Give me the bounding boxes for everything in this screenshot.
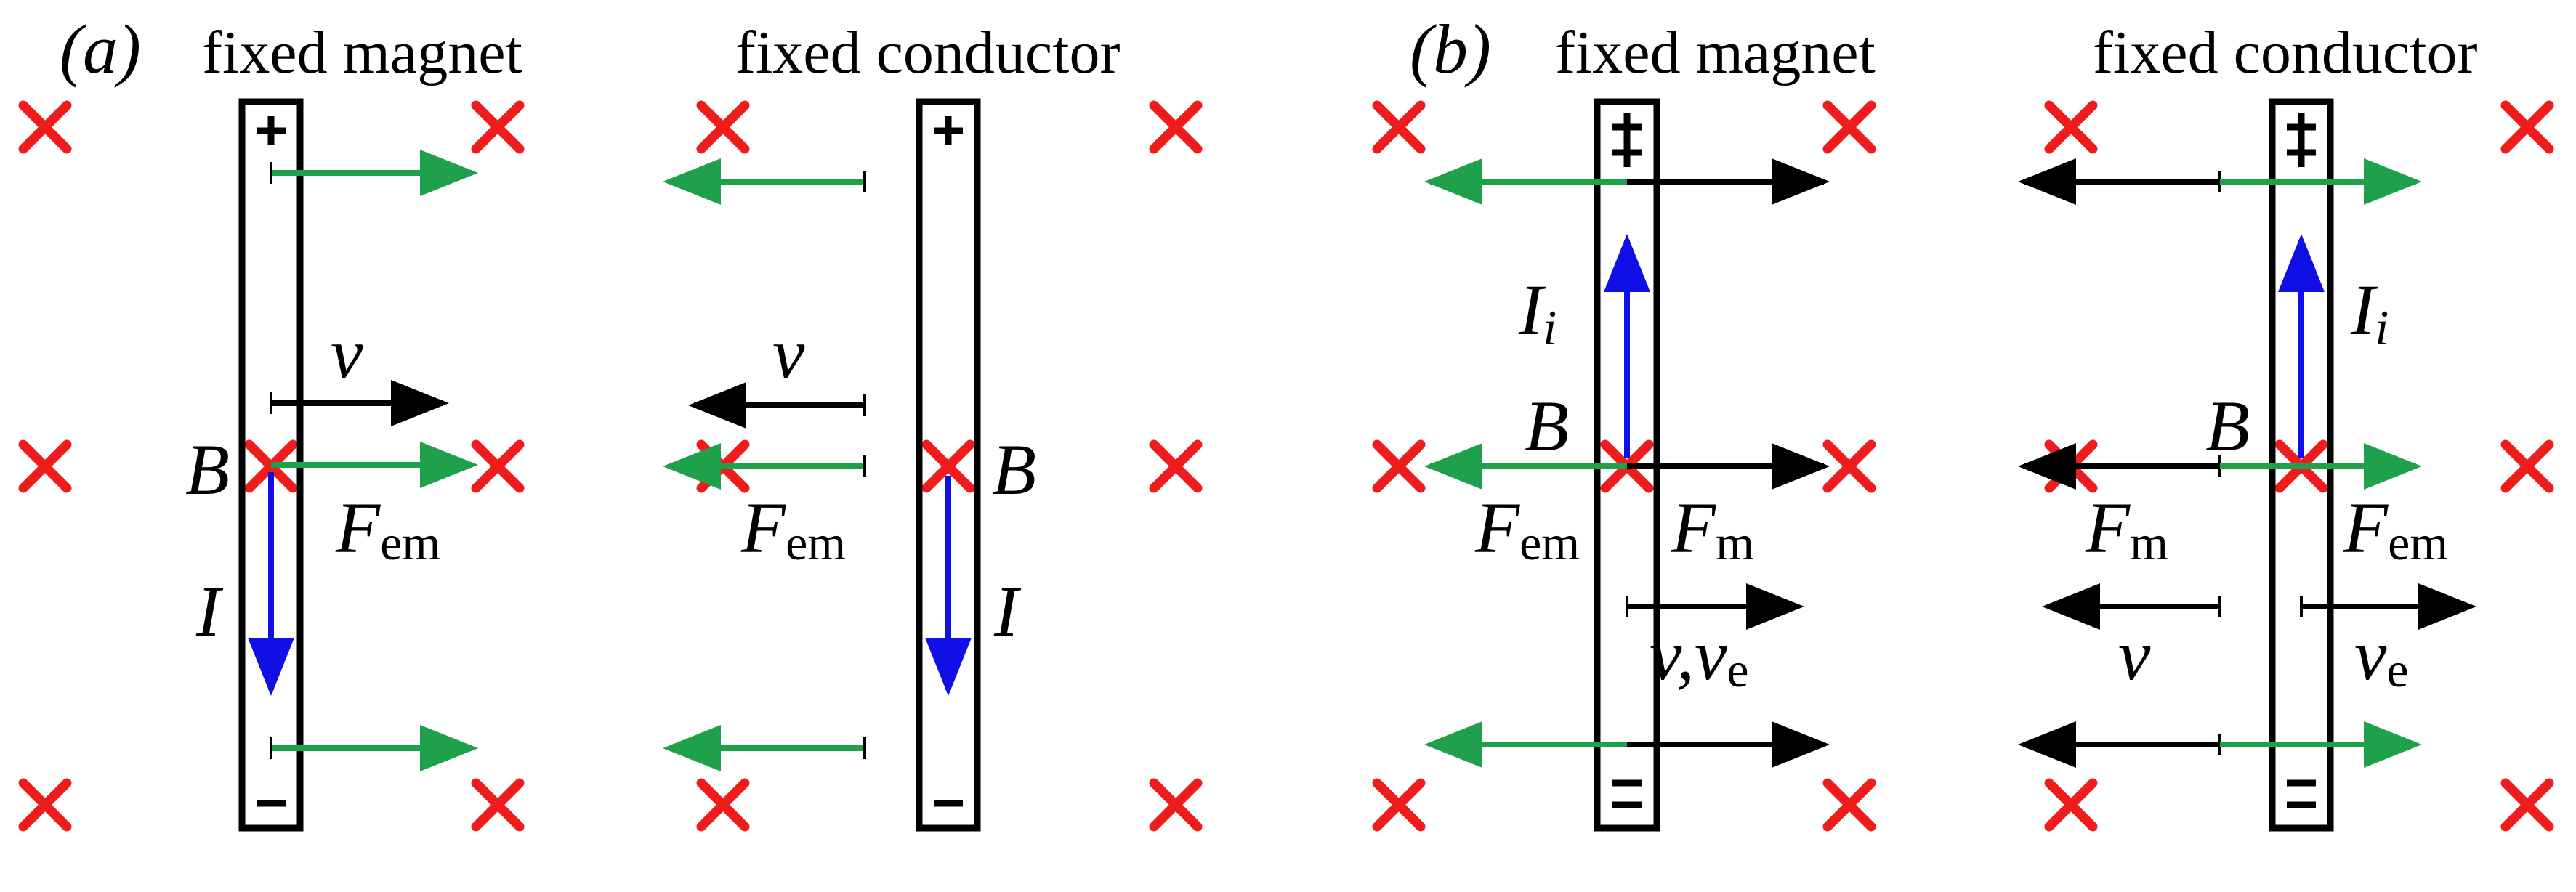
velocity-label: v — [2118, 615, 2151, 695]
field-cross-icon — [471, 778, 525, 832]
plus-sign — [2287, 113, 2316, 142]
field-cross-icon — [696, 778, 750, 832]
field-cross-icon — [18, 778, 72, 832]
field-cross-icon — [2500, 778, 2554, 832]
current-label: I — [993, 571, 1022, 652]
force-em-label: Fem — [1474, 487, 1580, 570]
field-cross-icon — [1372, 778, 1426, 832]
field-label: B — [1525, 386, 1569, 466]
velocity-label: v — [331, 313, 363, 394]
velocity-label: v,ve — [1650, 615, 1749, 697]
panel-a-fixed-conductor: fixed conductor v B Fem I — [663, 19, 1120, 832]
force-em-label: Fem — [2343, 487, 2448, 570]
field-cross-icon — [2500, 100, 2554, 154]
field-cross-icon — [1822, 439, 1876, 493]
panel-b-label: (b) — [1410, 10, 1491, 88]
field-cross-icon — [471, 439, 525, 493]
plus-sign — [257, 116, 286, 145]
plus-sign — [1612, 138, 1642, 167]
conductor-rod — [916, 98, 981, 832]
field-label: B — [185, 429, 230, 510]
panel-a-label: (a) — [60, 10, 141, 88]
field-label: B — [992, 429, 1036, 510]
field-cross-icon — [1149, 439, 1203, 493]
field-cross-icon — [696, 100, 750, 154]
panel-b-left-title: fixed magnet — [1555, 19, 1876, 86]
force-label: Fem — [740, 487, 846, 570]
field-cross-icon — [1822, 100, 1876, 154]
panel-b-right-title: fixed conductor — [2093, 19, 2477, 86]
current-label: Ii — [2350, 269, 2389, 355]
panel-b-fixed-conductor: fixed conductor Ii B Fm Fem v — [2018, 19, 2477, 832]
field-cross-icon — [471, 100, 525, 154]
force-m-label: Fm — [2085, 487, 2168, 570]
panel-b: (b) fixed magnet Ii B Fem Fm v,ve — [1410, 10, 2477, 832]
current-label: I — [195, 571, 224, 652]
field-label: B — [2205, 386, 2250, 466]
panel-b-fixed-magnet: fixed magnet Ii B Fem Fm v,ve — [1424, 19, 1876, 832]
field-cross-icon — [2044, 100, 2098, 154]
plus-sign — [934, 116, 963, 145]
field-cross-icon — [2500, 439, 2554, 493]
panel-a-fixed-magnet: fixed magnet v B Fem I — [185, 19, 522, 832]
field-cross-icon — [1149, 778, 1203, 832]
field-cross-icon — [18, 100, 72, 154]
panel-a: (a) fixed magnet v B Fem I fixed conduct… — [60, 10, 1120, 832]
field-cross-icon — [1372, 439, 1426, 493]
force-m-label: Fm — [1671, 487, 1754, 570]
velocity-label: v — [772, 313, 805, 394]
panel-a-left-title: fixed magnet — [202, 19, 522, 86]
current-label: Ii — [1518, 269, 1556, 355]
field-cross-icon — [1149, 100, 1203, 154]
field-cross-icon — [18, 439, 72, 493]
velocity-e-label: ve — [2354, 615, 2409, 697]
magnetic-field-crosses — [18, 100, 2554, 832]
plus-sign — [1612, 113, 1642, 142]
field-cross-icon — [1372, 100, 1426, 154]
force-label: Fem — [335, 487, 440, 570]
plus-sign — [2287, 138, 2316, 167]
field-cross-icon — [921, 439, 975, 493]
field-cross-icon — [1822, 778, 1876, 832]
field-cross-icon — [2044, 778, 2098, 832]
panel-a-right-title: fixed conductor — [735, 19, 1120, 86]
